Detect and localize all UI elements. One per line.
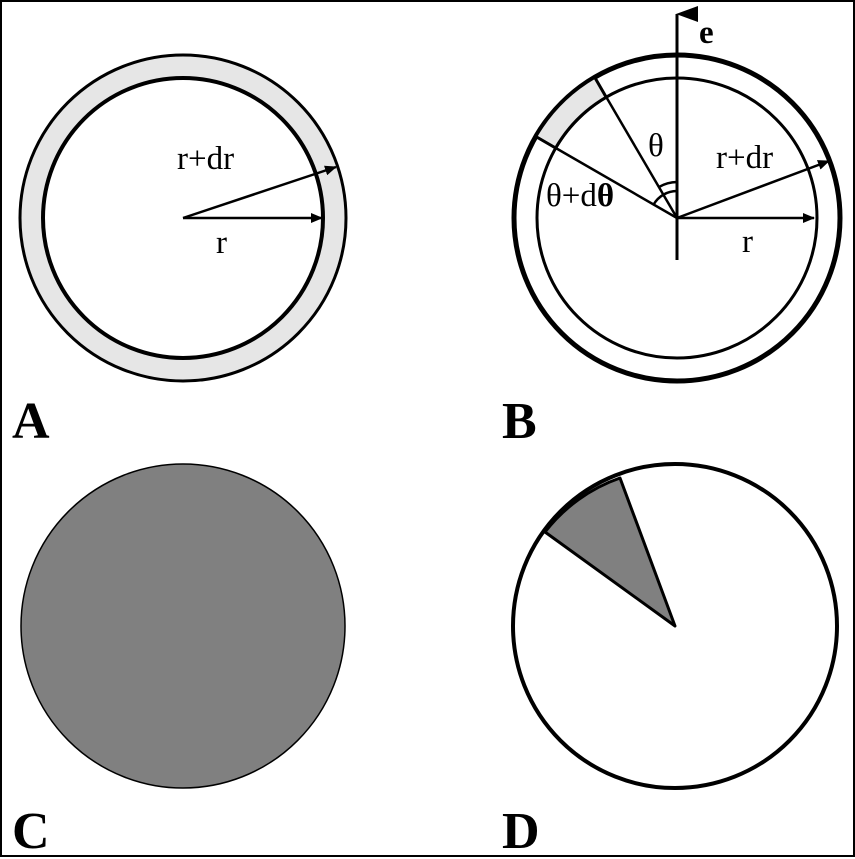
theta-dtheta-angle-arc bbox=[652, 189, 678, 206]
e-axis-label: e bbox=[699, 15, 714, 51]
shaded-sector bbox=[543, 476, 677, 628]
panel-c: C bbox=[12, 463, 346, 859]
panel-label-d: D bbox=[502, 803, 540, 859]
outer-radius-label: r+dr bbox=[177, 141, 234, 177]
theta-dtheta-label: θ+dθ bbox=[546, 178, 614, 214]
theta-label: θ bbox=[648, 128, 664, 164]
inner-radius-label: r bbox=[216, 225, 227, 261]
theta-angle-arc bbox=[658, 180, 678, 189]
outer-radius-arrow bbox=[676, 159, 830, 220]
panel-label-c: C bbox=[12, 803, 50, 859]
filled-disc bbox=[20, 463, 346, 789]
panel-label-a: A bbox=[12, 393, 50, 450]
panel-a: r+dr r A bbox=[12, 53, 348, 450]
inner-radius-label: r bbox=[742, 224, 753, 260]
outer-radius-label: r+dr bbox=[716, 140, 773, 176]
outer-radius-arrow bbox=[182, 165, 337, 220]
panel-d: D bbox=[502, 462, 839, 859]
panel-label-b: B bbox=[502, 393, 537, 450]
panel-b: e θ θ+dθ r+dr r B bbox=[502, 6, 843, 450]
